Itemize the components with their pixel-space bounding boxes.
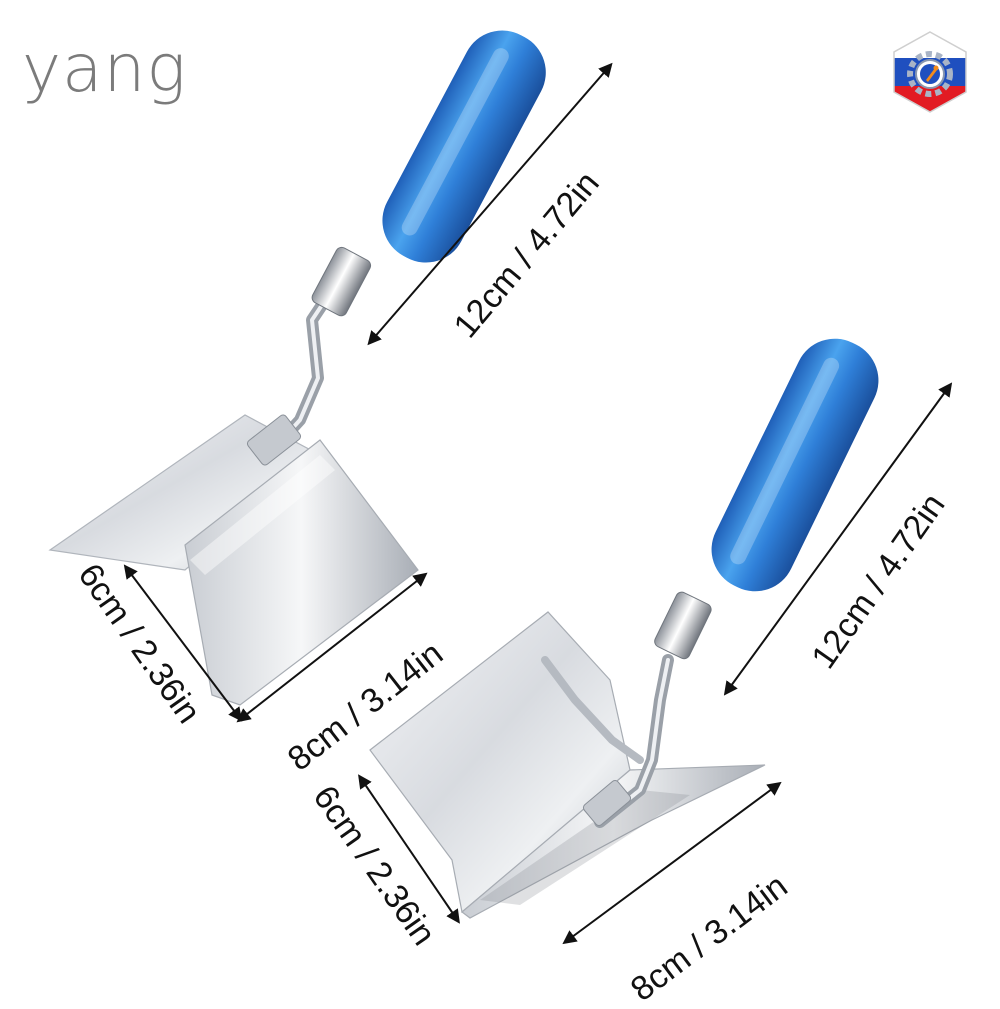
trowel-2-handle-dimension-arrow [723, 382, 953, 696]
russia-flag-gear-icon [893, 31, 967, 113]
trowel-2-handle [711, 338, 879, 592]
trowel-2-height-dimension-arrow [358, 774, 460, 924]
watermark-text: yang [22, 30, 187, 107]
trowel-1-ferrule [311, 246, 372, 317]
trowel-1-height-dimension-arrow [123, 564, 243, 722]
inside-corner-trowel [369, 338, 879, 919]
trowel-1-width-dimension-arrow [236, 572, 428, 723]
trowel-2-width-dimension-arrow [562, 781, 782, 945]
trowel-2-ferrule [654, 591, 712, 660]
trowel-1-handle-dimension-arrow [367, 62, 613, 346]
